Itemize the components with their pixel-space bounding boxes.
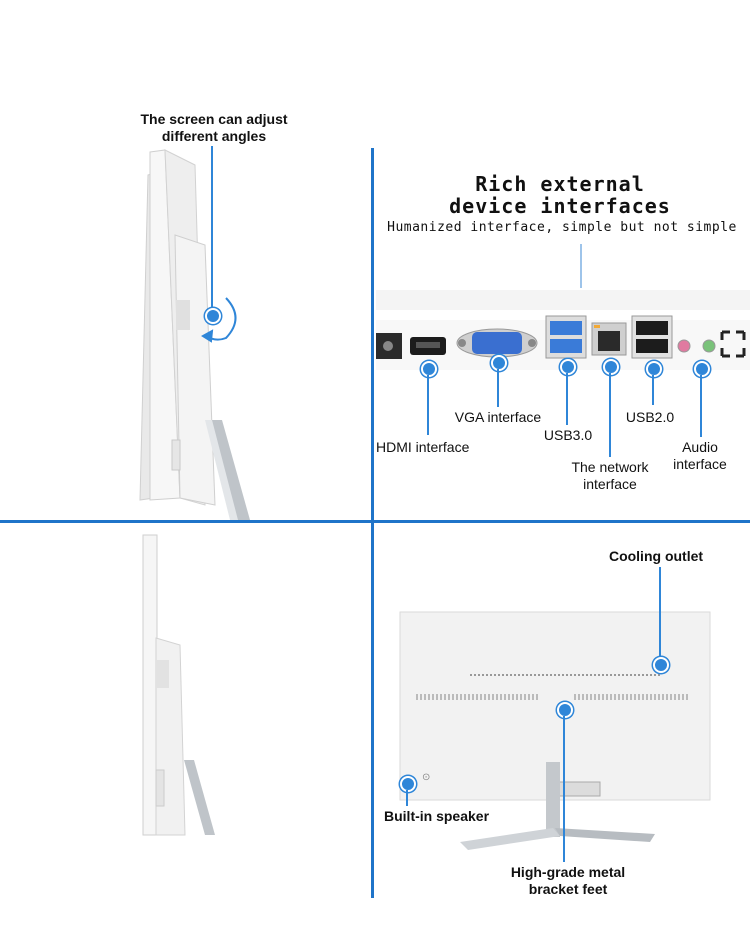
cooling-leader-line (659, 567, 661, 657)
network-label-line2: interface (583, 476, 637, 492)
bracket-label: High-grade metal bracket feet (500, 864, 636, 898)
vga-marker (491, 355, 507, 371)
interfaces-title-line2: device interfaces (449, 194, 671, 218)
usb3-marker (560, 359, 576, 375)
bracket-label-line2: bracket feet (528, 881, 608, 897)
speaker-label: Built-in speaker (384, 808, 490, 824)
bracket-marker (557, 702, 573, 718)
angle-marker (205, 308, 221, 324)
horizontal-divider (0, 520, 750, 523)
monitor-back: ⊙ (399, 611, 711, 850)
speaker-marker (400, 776, 416, 792)
bracket-label-line1: High-grade metal (510, 864, 626, 880)
hdmi-label: HDMI interface (376, 439, 470, 455)
angle-caption: The screen can adjust different angles (121, 111, 307, 145)
vga-label: VGA interface (454, 409, 542, 425)
audio-marker (694, 361, 710, 377)
interfaces-title-line1: Rich external (475, 172, 645, 196)
network-leader-line (609, 373, 611, 457)
network-label-line1: The network (571, 459, 649, 475)
usb2-marker (646, 361, 662, 377)
bracket-leader-line (563, 716, 565, 862)
hdmi-leader-line (427, 375, 429, 435)
vga-leader-line (497, 369, 499, 407)
subtitle-leader-line (580, 244, 582, 288)
monitor-side-tilted (139, 149, 250, 520)
hdmi-marker (421, 361, 437, 377)
svg-text:⊙: ⊙ (422, 772, 430, 783)
monitor-side-straight (142, 534, 215, 836)
interfaces-title: Rich external device interfaces (392, 173, 728, 217)
usb3-label: USB3.0 (543, 427, 593, 443)
cooling-label: Cooling outlet (608, 548, 704, 564)
usb2-leader-line (652, 375, 654, 405)
angle-leader-line (211, 146, 213, 311)
interfaces-subtitle: Humanized interface, simple but not simp… (387, 220, 737, 235)
cooling-marker (653, 657, 669, 673)
usb3-leader-line (566, 373, 568, 425)
network-label: The network interface (560, 459, 660, 493)
speaker-leader-line (406, 790, 408, 806)
usb2-label: USB2.0 (625, 409, 675, 425)
angle-caption-line2: different angles (161, 128, 267, 144)
network-marker (603, 359, 619, 375)
audio-leader-line (700, 375, 702, 437)
audio-label: Audio interface (664, 439, 736, 473)
vertical-divider (371, 148, 374, 898)
audio-label-line2: interface (673, 456, 727, 472)
angle-caption-line1: The screen can adjust (140, 111, 288, 127)
tilt-arrow-icon (201, 297, 237, 343)
audio-label-line1: Audio (682, 439, 718, 455)
